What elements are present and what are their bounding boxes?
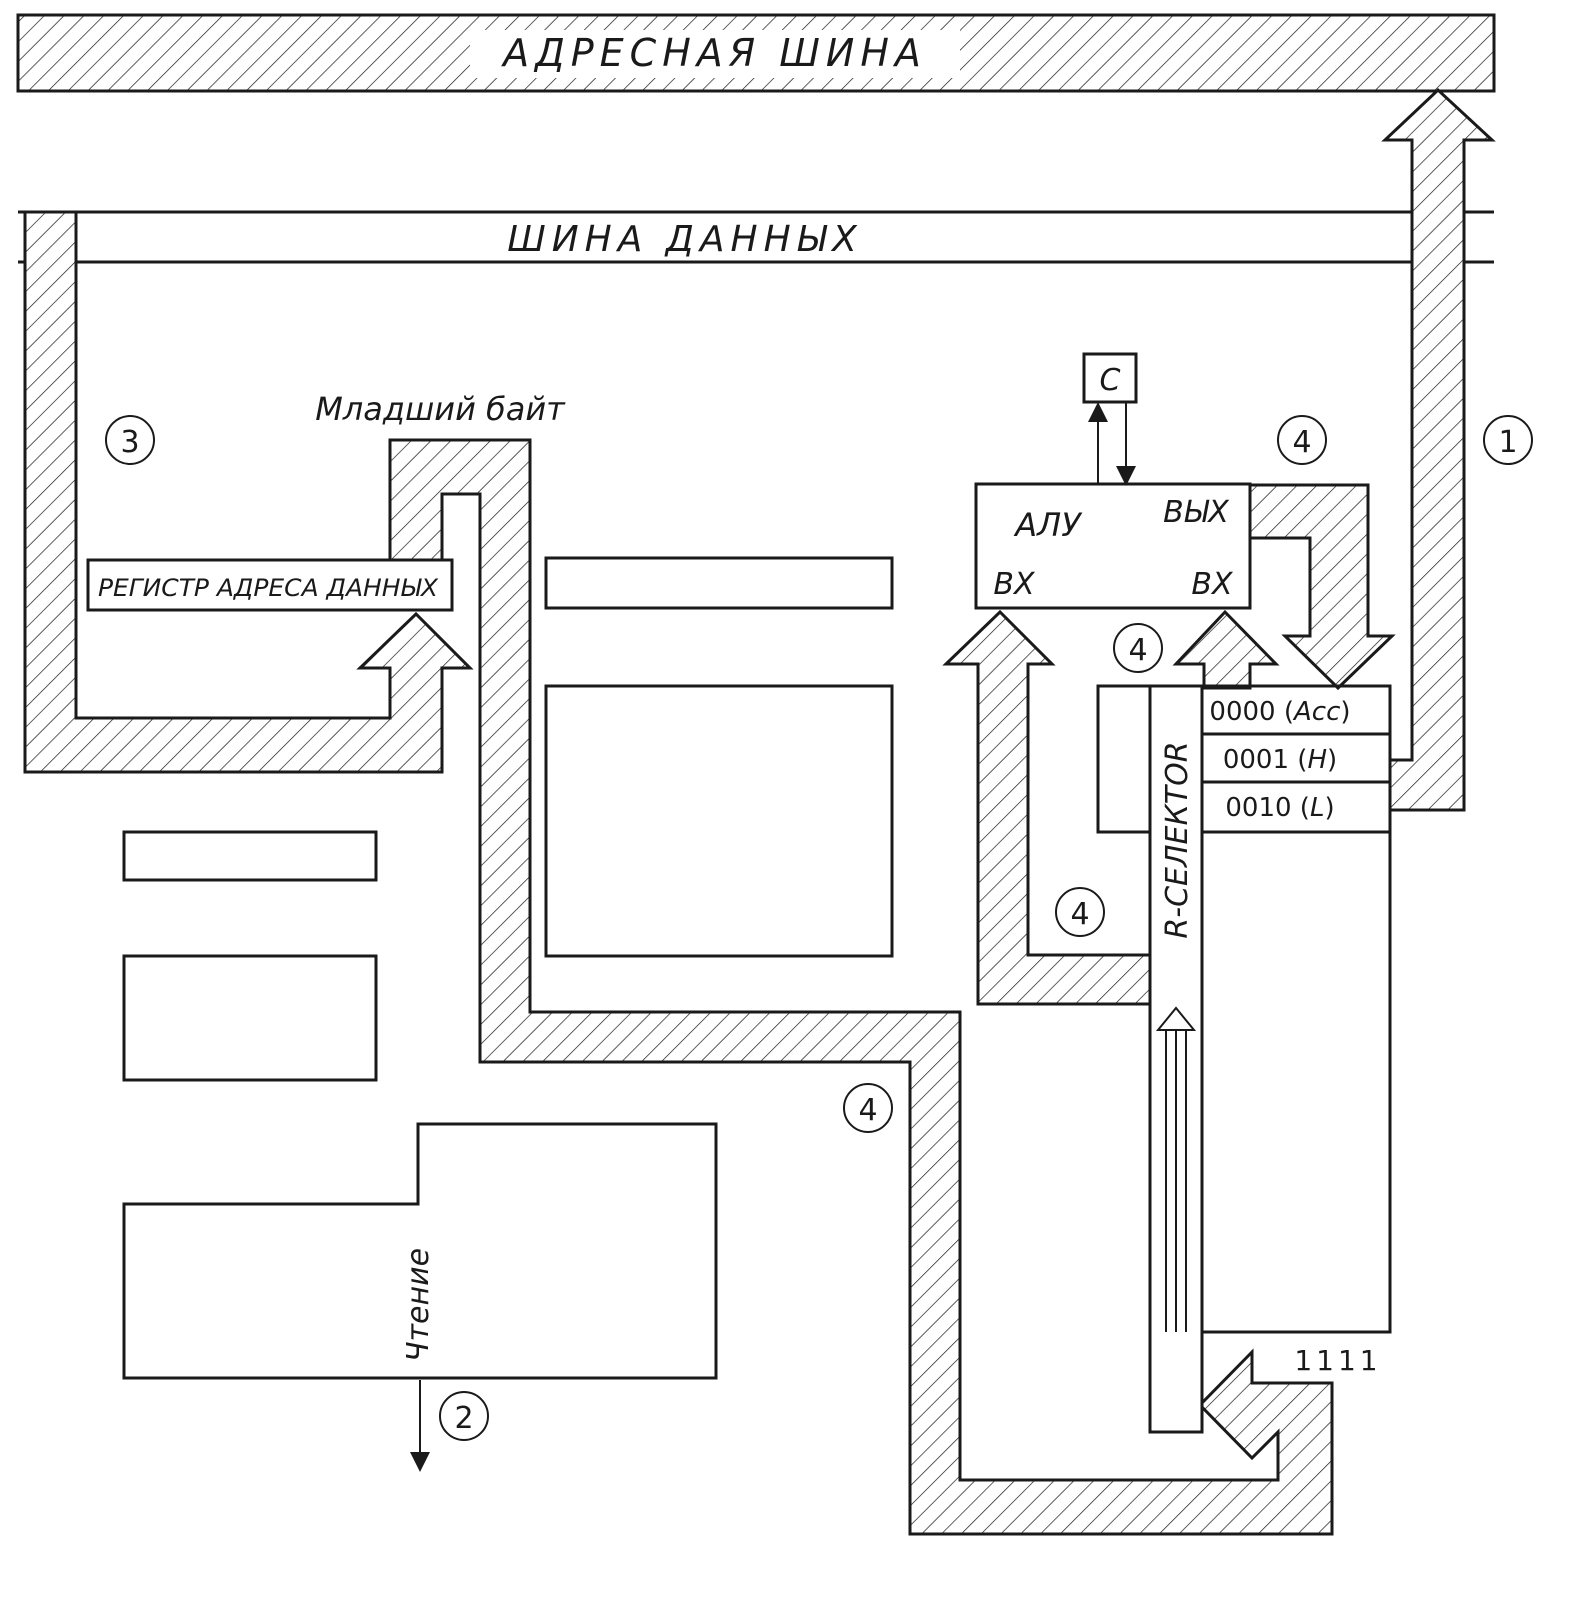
step-marker-4-alu-left: 4 [1055,887,1105,937]
path-4-selector-to-alu-right [1172,609,1280,690]
block-left-small [122,830,378,882]
svg-text:4: 4 [1292,425,1311,460]
data-address-register [86,558,454,612]
svg-text:4: 4 [1070,897,1089,932]
carry-flag-label: C [1100,363,1121,398]
svg-text:1: 1 [1498,425,1517,460]
alu-out-label: ВЫХ [1163,495,1230,530]
register-acc: 0000 (Acc) [1209,697,1350,727]
register-last-label: 1111 [1294,1344,1381,1377]
path-3-data-bus-to-register [23,210,474,774]
address-bus-label-bg [470,30,960,78]
svg-text:4: 4 [858,1093,877,1128]
step-marker-3: 3 [105,415,155,465]
svg-text:4: 4 [1128,633,1147,668]
read-label: Чтение [401,1248,436,1362]
block-left-medium [122,954,378,1082]
low-byte-label: Младший байт [315,390,566,428]
step-marker-4-alu-out: 4 [1277,415,1327,465]
register-file-side-block [1096,684,1152,834]
path-4-alu-out-to-registers [1248,483,1396,691]
step-marker-2: 2 [439,1391,489,1441]
selector-arrow-up [1155,1006,1197,1031]
alu-block [974,482,1252,610]
data-address-register-label: РЕГИСТР АДРЕСА ДАННЫХ [98,574,439,602]
path-4-selector-to-alu-left [942,609,1152,1006]
alu-label: АЛУ [1013,506,1083,544]
register-l: 0010 (L) [1225,793,1334,823]
path-1-hl-to-address-bus [1381,87,1496,812]
address-bus-label: АДРЕСНАЯ ШИНА [500,31,927,75]
step-marker-4-read-path: 4 [843,1083,893,1133]
svg-text:3: 3 [120,425,139,460]
carry-flag-box [1082,352,1138,404]
alu-in-left-label: ВХ [993,567,1036,602]
data-bus-label: ШИНА ДАННЫХ [507,219,863,260]
r-selector-label: R-CЕЛЕКТOR [1160,741,1195,938]
alu-in-right-label: ВХ [1191,567,1234,602]
path-4-low-byte-read-path [388,438,1334,1536]
block-top-center [544,556,894,610]
step-marker-4-selector: 4 [1113,623,1163,673]
data-bus [18,212,1494,262]
register-h: 0001 (H) [1223,745,1337,775]
block-center-large [544,684,894,958]
step-marker-1: 1 [1483,415,1533,465]
svg-text:2: 2 [454,1401,473,1436]
block-memory [122,1122,718,1380]
